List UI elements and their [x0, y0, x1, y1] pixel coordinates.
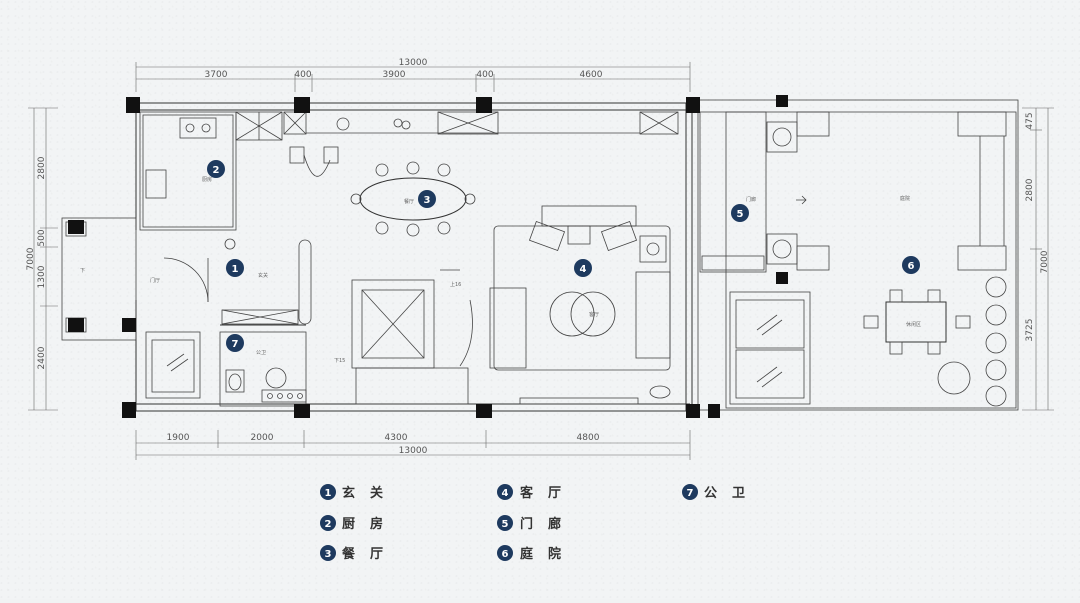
label-kitchen: 厨房: [202, 176, 212, 183]
badge-5: 5: [731, 204, 749, 222]
dim-bottom-seg-3: 4300: [385, 433, 408, 443]
legend-item-5: 5 门廊: [497, 515, 576, 532]
badge-7: 7: [226, 334, 244, 352]
legend-label-7: 公卫: [704, 486, 760, 501]
label-courtyard: 庭院: [900, 195, 910, 202]
label-dining: 餐厅: [404, 198, 414, 205]
legend-label-4: 客厅: [520, 485, 576, 501]
legend-item-4: 4 客厅: [497, 484, 576, 501]
label-leisure: 休闲区: [906, 321, 921, 328]
corridor-fixtures: [766, 111, 830, 271]
dim-top-seg-4: 400: [476, 70, 493, 80]
label-entry: 玄关: [258, 272, 268, 279]
badge-3: 3: [418, 190, 436, 208]
dim-bottom-seg-1: 1900: [167, 433, 190, 443]
legend-item-2: 2 厨房: [320, 515, 398, 532]
svg-text:5: 5: [502, 519, 509, 530]
label-up: 上16: [450, 281, 461, 288]
dimensions-left: 7000 2800 500 1300 2400: [26, 107, 58, 411]
dim-top-seg-5: 4600: [580, 70, 603, 80]
legend-item-3: 3 餐厅: [320, 545, 398, 562]
plan-badges: 1 2 3 4 5 6 7: [207, 160, 920, 352]
svg-text:1: 1: [325, 488, 332, 499]
toilet-fixtures: [225, 367, 287, 393]
svg-text:5: 5: [737, 209, 744, 220]
badge-6: 6: [902, 256, 920, 274]
dim-top-total: 13000: [399, 58, 428, 68]
legend-label-2: 厨房: [342, 516, 398, 532]
dim-top-seg-1: 3700: [205, 70, 228, 80]
dimensions-bottom: 1900 2000 4300 4800 13000: [135, 430, 691, 460]
dim-right-seg-2: 2800: [1025, 178, 1035, 201]
walls: [61, 99, 1019, 412]
label-down-2: 下15: [334, 358, 345, 364]
svg-text:1: 1: [232, 264, 239, 275]
walkway: [261, 239, 312, 403]
label-down-1: 下: [80, 268, 85, 274]
dim-right-seg-3: 3725: [1025, 319, 1035, 342]
label-door-hall: 门厅: [150, 277, 160, 284]
legend-label-1: 玄关: [342, 485, 398, 501]
legend: 1 玄关 2 厨房 3 餐厅 4 客厅 5 门廊 6 庭院: [320, 484, 760, 562]
dim-bottom-total: 13000: [399, 446, 428, 456]
dim-left-seg-4: 2400: [37, 346, 47, 369]
legend-label-6: 庭院: [520, 546, 576, 562]
dim-top-seg-3: 3900: [383, 70, 406, 80]
badge-4: 4: [574, 259, 592, 277]
legend-item-6: 6 庭院: [497, 545, 576, 562]
dim-bottom-seg-2: 2000: [251, 433, 274, 443]
svg-text:4: 4: [580, 264, 587, 275]
dim-left-total: 7000: [26, 247, 36, 270]
svg-text:7: 7: [232, 339, 239, 350]
cabinets: [221, 111, 765, 325]
svg-text:3: 3: [325, 549, 332, 560]
badge-1: 1: [226, 259, 244, 277]
dim-right-seg-1: 475: [1025, 112, 1035, 129]
bar-chairs: [289, 117, 411, 177]
dining-table: [350, 161, 476, 237]
label-toilet: 公卫: [256, 350, 266, 356]
svg-text:6: 6: [908, 261, 915, 272]
legend-item-1: 1 玄关: [320, 484, 398, 501]
dim-right-total: 7000: [1040, 250, 1050, 273]
legend-label-5: 门廊: [520, 516, 576, 532]
label-living: 客厅: [589, 311, 599, 318]
label-corridor: 门廊: [746, 196, 756, 203]
dim-left-seg-2: 500: [37, 229, 47, 246]
room-labels: 厨房 玄关 餐厅 客厅 门廊 庭院 休闲区 公卫 门厅 下 上16 下15: [80, 176, 921, 364]
dimensions-right: 475 2800 3725 7000: [1022, 107, 1054, 411]
columns: [68, 95, 788, 418]
svg-text:7: 7: [687, 488, 694, 499]
legend-item-7: 7 公卫: [682, 484, 760, 501]
svg-text:6: 6: [502, 549, 509, 560]
svg-text:4: 4: [502, 488, 509, 499]
svg-text:3: 3: [424, 195, 431, 206]
dimensions-top: 13000 3700 400 3900 400 4600: [135, 58, 691, 92]
doors: [163, 257, 473, 367]
dim-bottom-seg-4: 4800: [577, 433, 600, 443]
dim-left-seg-3: 1300: [37, 265, 47, 288]
dim-left-seg-1: 2800: [37, 156, 47, 179]
dim-top-seg-2: 400: [294, 70, 311, 80]
kitchen-fixtures: [145, 117, 236, 250]
living-room-furniture: [489, 205, 671, 405]
courtyard-furniture: [863, 111, 1007, 407]
svg-text:2: 2: [213, 165, 220, 176]
badge-2: 2: [207, 160, 225, 178]
legend-label-3: 餐厅: [341, 546, 398, 562]
svg-text:2: 2: [325, 519, 332, 530]
